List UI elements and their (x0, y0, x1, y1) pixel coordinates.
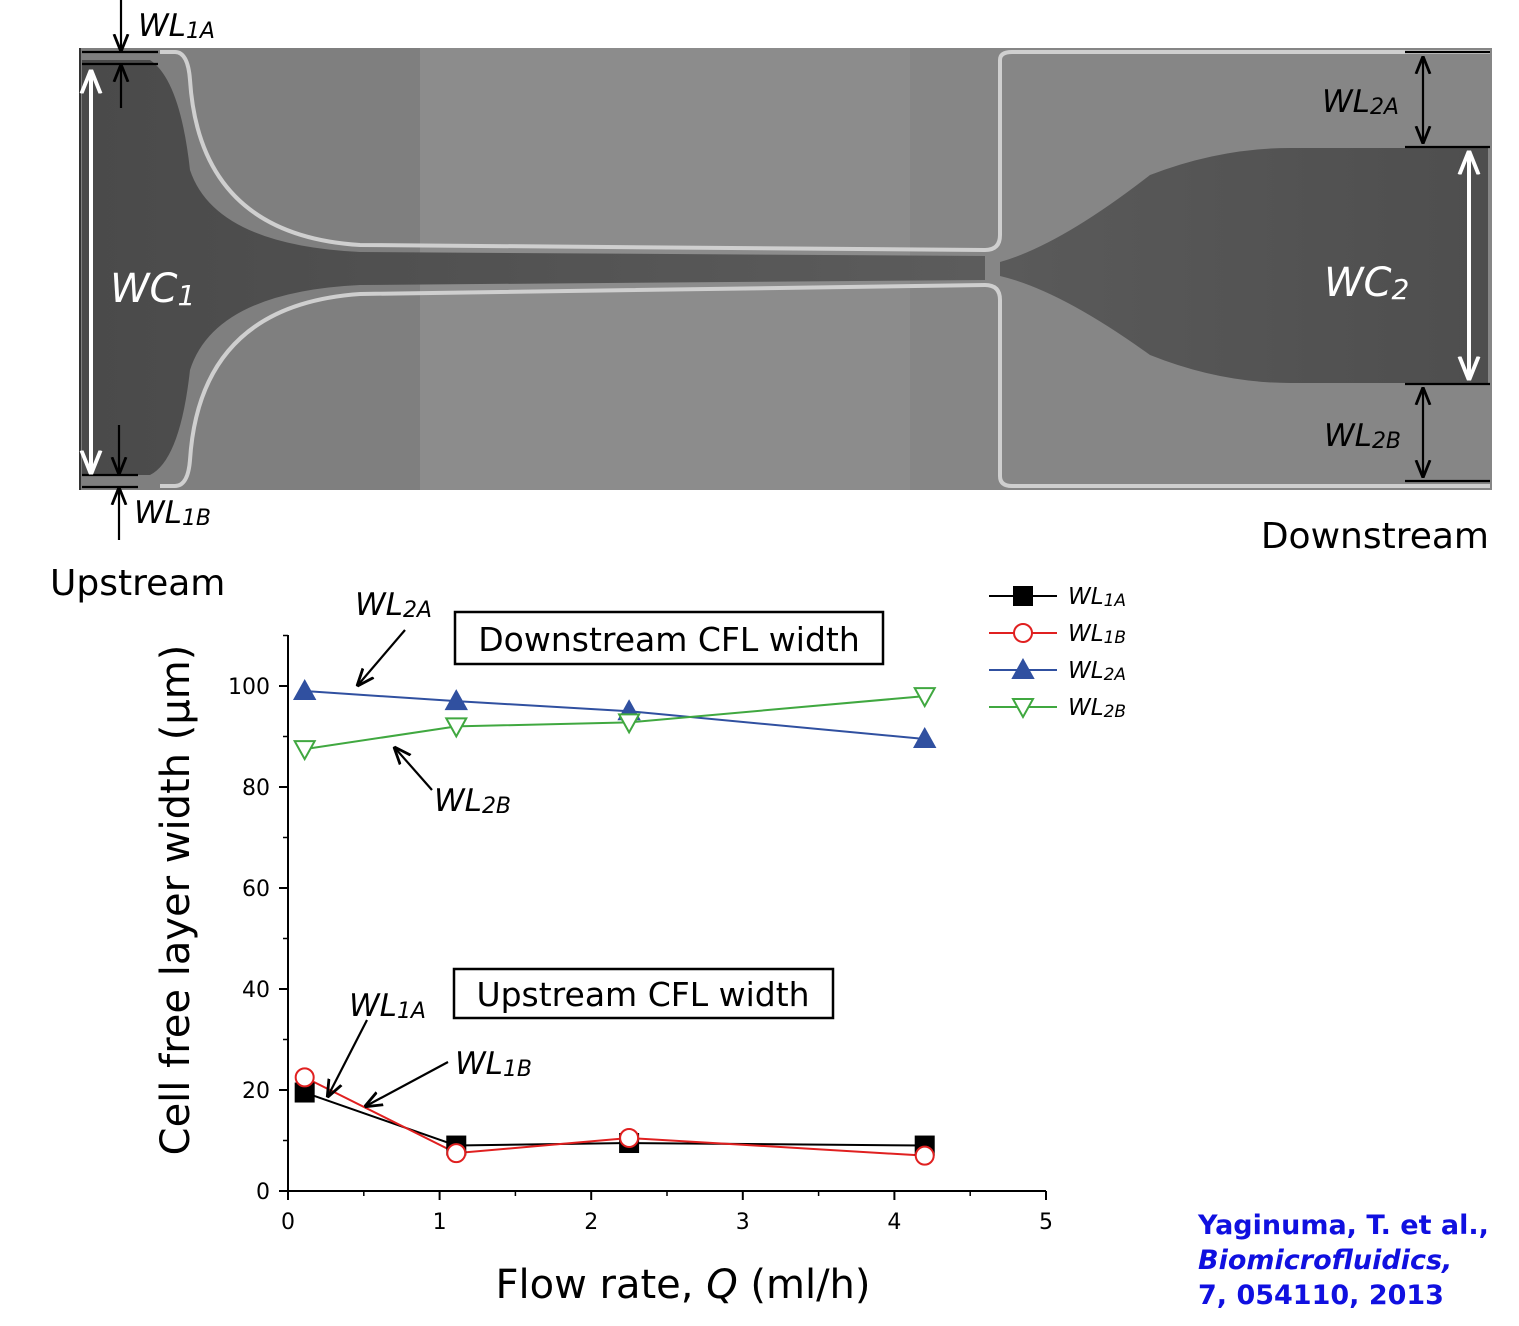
y-tick-label: 40 (242, 978, 270, 1003)
chart-legend: WL1A WL1B WL2A WL2B (989, 584, 1126, 722)
point-wl2a (292, 678, 317, 701)
annotation-arrows (328, 629, 449, 1106)
citation-authors: Yaginuma, T. et al., (1198, 1210, 1489, 1241)
citation: Yaginuma, T. et al., Biomicrofluidics, 7… (1198, 1208, 1516, 1313)
cfl-width-chart: 0 1 2 3 4 5 0 20 40 60 80 100 (228, 634, 1053, 1235)
y-tick-label: 20 (242, 1079, 270, 1104)
wl2b-label: WL2B (1324, 418, 1401, 454)
legend-marker (1013, 586, 1033, 606)
y-axis-title: Cell free layer width (µm) (153, 645, 199, 1156)
citation-journal: Biomicrofluidics, (1198, 1245, 1453, 1276)
point-wl2a (444, 689, 468, 711)
legend-label: WL1B (1068, 621, 1126, 648)
wc1-label: WC1 (110, 266, 195, 312)
series-line-wl1a (304, 1091, 925, 1147)
channel-micrograph (79, 48, 1492, 490)
annotation-wl1a: WL1A (349, 988, 426, 1024)
chart-ticks: 0 1 2 3 4 5 0 20 40 60 80 100 (228, 634, 1053, 1235)
citation-volume: 7, 054110, 2013 (1198, 1280, 1444, 1311)
downstream-cfl-box: Downstream CFL width (453, 610, 885, 666)
y-tick-label: 100 (228, 675, 270, 700)
point-wl2b (913, 687, 937, 709)
point-wl2b (617, 713, 641, 735)
wl2a-label: WL2A (1322, 84, 1399, 120)
legend-marker (1011, 698, 1035, 720)
annotation-wl1b: WL1B (455, 1046, 532, 1082)
x-tick-label: 0 (281, 1210, 295, 1235)
annotation-wl2a: WL2A (355, 587, 432, 623)
legend-item-wl2b: WL2B (989, 695, 1126, 722)
x-tick-label: 1 (433, 1210, 447, 1235)
legend-label: WL2B (1068, 695, 1126, 722)
x-tick-label: 2 (584, 1210, 598, 1235)
y-tick-label: 80 (242, 776, 270, 801)
upstream-cfl-box: Upstream CFL width (452, 967, 835, 1020)
downstream-label: Downstream (1261, 516, 1489, 557)
point-wl1b (619, 1127, 640, 1148)
point-wl2b (444, 717, 468, 739)
wc2-label: WC2 (1324, 260, 1409, 306)
legend-marker (1011, 657, 1035, 679)
upstream-label: Upstream (50, 563, 225, 604)
y-tick-label: 0 (256, 1180, 270, 1205)
chart-series-markers (292, 678, 937, 1166)
legend-marker (1013, 623, 1033, 643)
point-wl2a (913, 726, 937, 749)
wl1b-label: WL1B (134, 495, 211, 531)
legend-label: WL2A (1068, 658, 1126, 685)
y-tick-label: 60 (242, 877, 270, 902)
legend-item-wl2a: WL2A (989, 657, 1126, 685)
point-wl2b (292, 740, 317, 762)
chart-series-lines (304, 690, 925, 1157)
point-wl1b (914, 1145, 935, 1166)
micrograph-dimension-lines (82, 0, 1490, 540)
series-line-wl1b (304, 1076, 925, 1157)
legend-item-wl1b: WL1B (989, 621, 1126, 648)
annotation-wl2b: WL2B (434, 783, 511, 819)
wl1a-label: WL1A (138, 8, 215, 44)
point-wl1b (446, 1143, 467, 1164)
legend-label: WL1A (1068, 584, 1126, 611)
x-axis-title: Flow rate, Q (ml/h) (495, 1262, 870, 1308)
svg-text:Upstream CFL width: Upstream CFL width (476, 975, 809, 1014)
legend-item-wl1a: WL1A (989, 584, 1126, 611)
series-line-wl2b (304, 695, 925, 751)
series-line-wl2a (304, 690, 925, 741)
x-tick-label: 5 (1039, 1210, 1053, 1235)
x-tick-label: 3 (736, 1210, 750, 1235)
svg-text:Downstream CFL width: Downstream CFL width (478, 620, 860, 659)
x-tick-label: 4 (887, 1210, 901, 1235)
point-wl1b (294, 1067, 315, 1088)
micrograph-width-arrows (91, 72, 1469, 472)
